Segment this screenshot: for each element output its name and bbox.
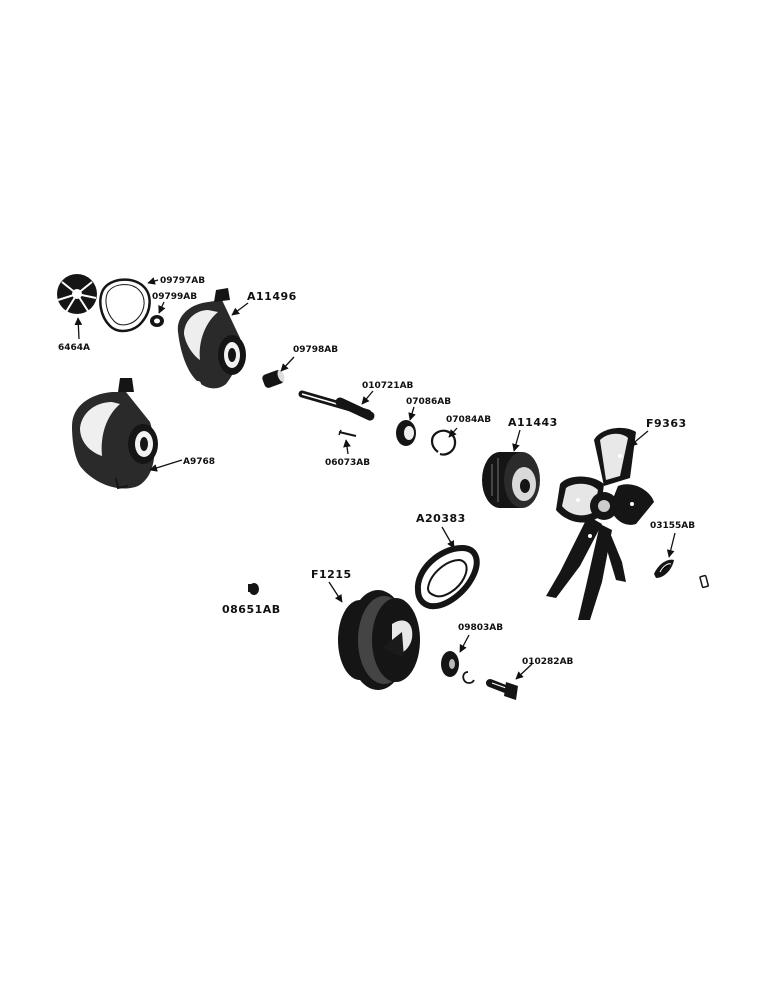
pulley-part: [338, 590, 420, 690]
bushing-part: [262, 370, 285, 388]
label-plug: 08651AB: [222, 603, 281, 616]
washer-part: [441, 651, 475, 684]
impeller-part: [57, 274, 97, 314]
label-fan-hub: A11443: [508, 416, 558, 429]
label-pump-body: A11496: [247, 290, 297, 303]
plug-part: [248, 583, 259, 595]
gasket-part: [99, 278, 151, 333]
label-pump-housing: A9768: [183, 457, 215, 467]
label-washer: 09803AB: [458, 623, 503, 633]
label-seal: 09799AB: [152, 292, 197, 302]
pump-housing-part: [72, 378, 158, 490]
belt-part: [414, 544, 480, 610]
label-bolt: 010282AB: [522, 657, 574, 667]
label-snap-ring: 07084AB: [446, 415, 491, 425]
fan-hub-part: [482, 452, 540, 508]
key-part: [654, 559, 709, 589]
fan-part: [546, 427, 654, 620]
label-pulley: F1215: [311, 568, 352, 581]
label-pin: 06073AB: [325, 458, 370, 468]
label-bearing: 07086AB: [406, 397, 451, 407]
leader-lines: [74, 277, 676, 680]
pin-part: [338, 429, 357, 437]
label-fan: F9363: [646, 417, 687, 430]
label-gasket: 09797AB: [160, 276, 205, 286]
bolt-part: [486, 679, 518, 700]
label-shaft: 010721AB: [362, 381, 414, 391]
label-impeller: 6464A: [58, 343, 90, 353]
bearing-part: [396, 420, 416, 446]
label-belt: A20383: [416, 512, 466, 525]
shaft-part: [298, 390, 375, 421]
label-bushing: 09798AB: [293, 345, 338, 355]
pump-body-part: [177, 288, 246, 389]
seal-part: [150, 315, 164, 327]
label-key: 03155AB: [650, 521, 695, 531]
